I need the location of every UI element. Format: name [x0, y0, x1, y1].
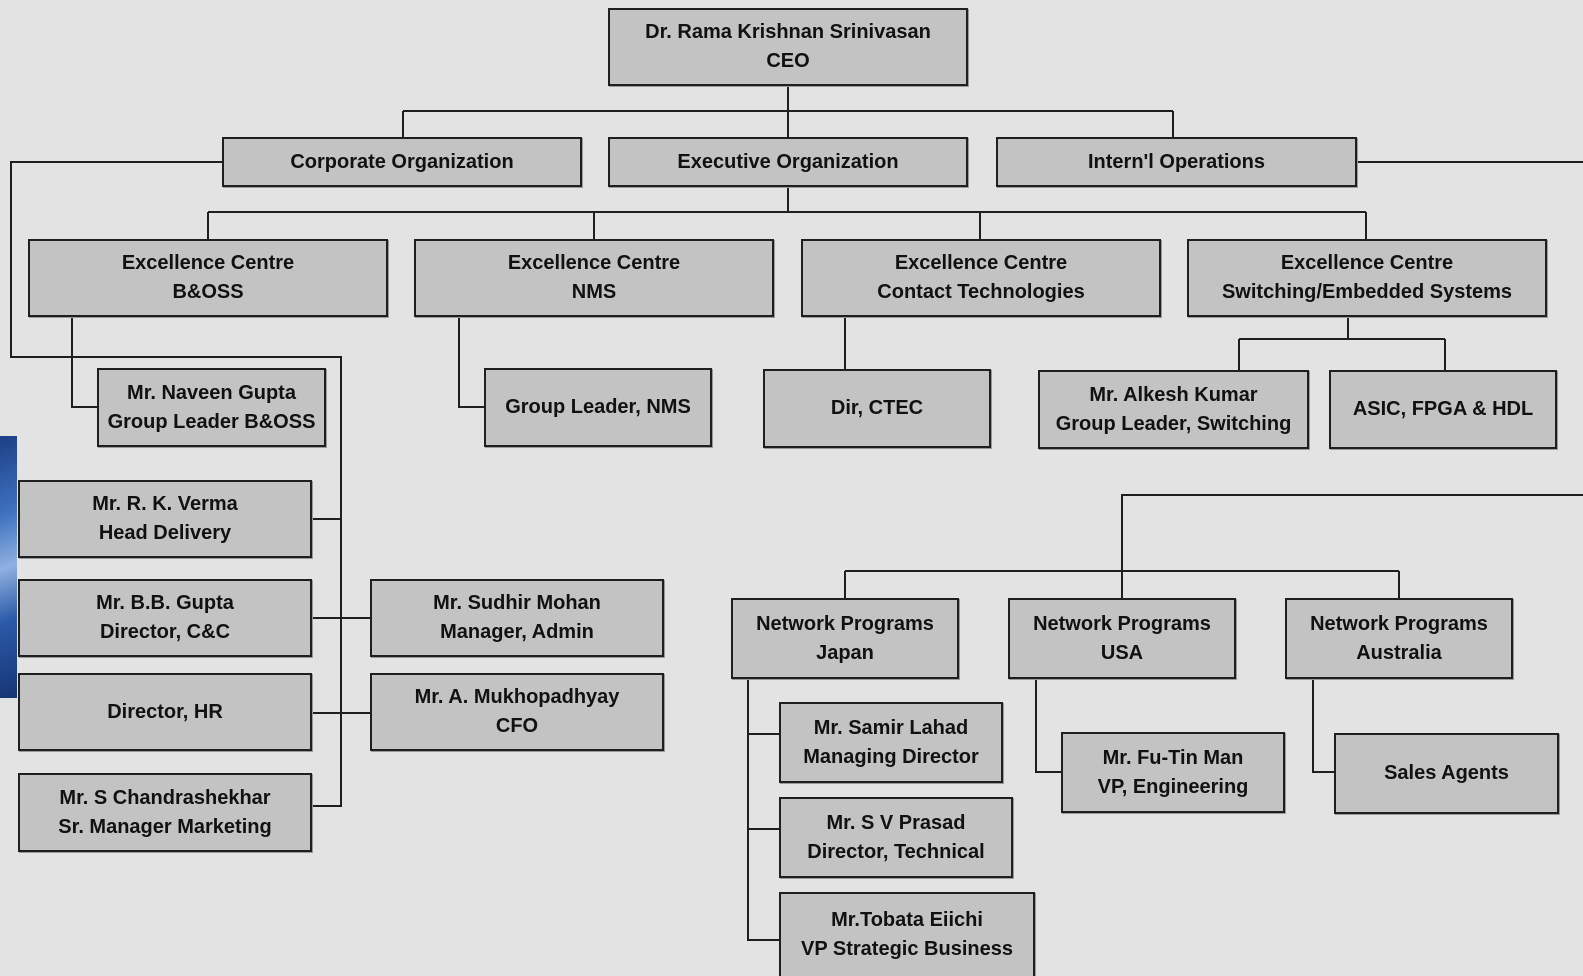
network-programs-region: Australia	[1356, 641, 1442, 664]
person-name: Mr. S Chandrashekhar	[59, 786, 271, 809]
network-programs-label: Network Programs	[1033, 612, 1211, 635]
excellence-centre-label: Excellence Centre	[507, 252, 681, 274]
asic-fpga-hdl-box: ASIC, FPGA & HDL	[1329, 370, 1557, 449]
sales-agents-box: Sales Agents	[1334, 733, 1559, 814]
network-programs-usa-box: Network Programs USA	[1008, 598, 1236, 679]
international-operations-label: Intern'l Operations	[1087, 150, 1265, 173]
director-hr-box: Director, HR	[18, 673, 312, 751]
person-title: CFO	[495, 715, 539, 737]
s-chandrashekhar-box: Mr. S Chandrashekhar Sr. Manager Marketi…	[18, 773, 312, 852]
excellence-centre-nms-box: Excellence Centre NMS	[414, 239, 774, 317]
executive-organization-label: Executive Organization	[677, 150, 899, 173]
samir-lahad-box: Mr. Samir Lahad Managing Director	[779, 702, 1003, 783]
corporate-organization-box: Corporate Organization	[222, 137, 582, 187]
excellence-centre-label: Excellence Centre	[894, 252, 1068, 274]
team-label: ASIC, FPGA & HDL	[1352, 398, 1534, 420]
person-name: Mr. Fu-Tin Man	[1102, 746, 1244, 769]
person-title: VP Strategic Business	[801, 938, 1013, 960]
person-name: Mr. Sudhir Mohan	[433, 592, 601, 614]
sv-prasad-box: Mr. S V Prasad Director, Technical	[779, 797, 1013, 878]
person-name: Mr.Tobata Eiichi	[831, 909, 983, 931]
excellence-centre-contact-box: Excellence Centre Contact Technologies	[801, 239, 1161, 317]
naveen-gupta-box: Mr. Naveen Gupta Group Leader B&OSS	[97, 368, 326, 447]
a-mukhopadhyay-box: Mr. A. Mukhopadhyay CFO	[370, 673, 664, 751]
international-operations-box: Intern'l Operations	[996, 137, 1357, 187]
sudhir-mohan-box: Mr. Sudhir Mohan Manager, Admin	[370, 579, 664, 657]
excellence-centre-name: NMS	[571, 281, 617, 303]
network-programs-australia-box: Network Programs Australia	[1285, 598, 1513, 679]
person-name: Mr. S V Prasad	[826, 811, 966, 834]
fu-tin-man-box: Mr. Fu-Tin Man VP, Engineering	[1061, 732, 1285, 813]
executive-organization-box: Executive Organization	[608, 137, 968, 187]
decorative-image-fragment	[0, 436, 17, 698]
ceo-box: Dr. Rama Krishnan Srinivasan CEO	[608, 8, 968, 86]
network-programs-label: Network Programs	[756, 612, 934, 635]
person-title: Group Leader B&OSS	[107, 410, 316, 433]
person-name: Mr. R. K. Verma	[92, 493, 238, 515]
network-programs-japan-box: Network Programs Japan	[731, 598, 959, 679]
dir-ctec-box: Dir, CTEC	[763, 369, 991, 448]
excellence-centre-switching-box: Excellence Centre Switching/Embedded Sys…	[1187, 239, 1547, 317]
person-name: Mr. B.B. Gupta	[96, 592, 234, 614]
ceo-title: CEO	[766, 50, 810, 72]
person-title: Manager, Admin	[440, 621, 594, 643]
person-name: Mr. Alkesh Kumar	[1089, 383, 1258, 406]
bb-gupta-box: Mr. B.B. Gupta Director, C&C	[18, 579, 312, 657]
person-name: Mr. Samir Lahad	[813, 716, 969, 739]
person-title: Group Leader, Switching	[1055, 412, 1292, 435]
person-title: Director, C&C	[99, 621, 231, 643]
ceo-name: Dr. Rama Krishnan Srinivasan	[645, 21, 931, 43]
rk-verma-box: Mr. R. K. Verma Head Delivery	[18, 480, 312, 558]
excellence-centre-label: Excellence Centre	[1280, 252, 1454, 274]
person-title: Group Leader, NMS	[505, 396, 691, 418]
excellence-centre-name: Contact Technologies	[877, 281, 1085, 303]
person-title: Director, Technical	[807, 840, 985, 863]
excellence-centre-boss-box: Excellence Centre B&OSS	[28, 239, 388, 317]
person-name: Mr. Naveen Gupta	[127, 381, 296, 404]
person-title: Managing Director	[803, 745, 979, 768]
excellence-centre-name: Switching/Embedded Systems	[1221, 281, 1513, 303]
person-title: Sr. Manager Marketing	[58, 815, 272, 838]
network-programs-region: Japan	[816, 641, 874, 664]
person-title: Head Delivery	[98, 522, 232, 544]
person-name: Mr. A. Mukhopadhyay	[414, 686, 620, 708]
excellence-centre-name: B&OSS	[172, 281, 244, 303]
tobata-eiichi-box: Mr.Tobata Eiichi VP Strategic Business	[779, 892, 1035, 976]
corporate-organization-label: Corporate Organization	[290, 150, 514, 173]
nms-group-leader-box: Group Leader, NMS	[484, 368, 712, 447]
network-programs-region: USA	[1100, 641, 1144, 664]
network-programs-label: Network Programs	[1310, 612, 1488, 635]
excellence-centre-label: Excellence Centre	[121, 252, 295, 274]
person-title: VP, Engineering	[1097, 775, 1249, 798]
alkesh-kumar-box: Mr. Alkesh Kumar Group Leader, Switching	[1038, 370, 1309, 449]
team-label: Sales Agents	[1384, 762, 1509, 784]
person-title: Dir, CTEC	[830, 397, 924, 419]
person-title: Director, HR	[107, 700, 223, 723]
